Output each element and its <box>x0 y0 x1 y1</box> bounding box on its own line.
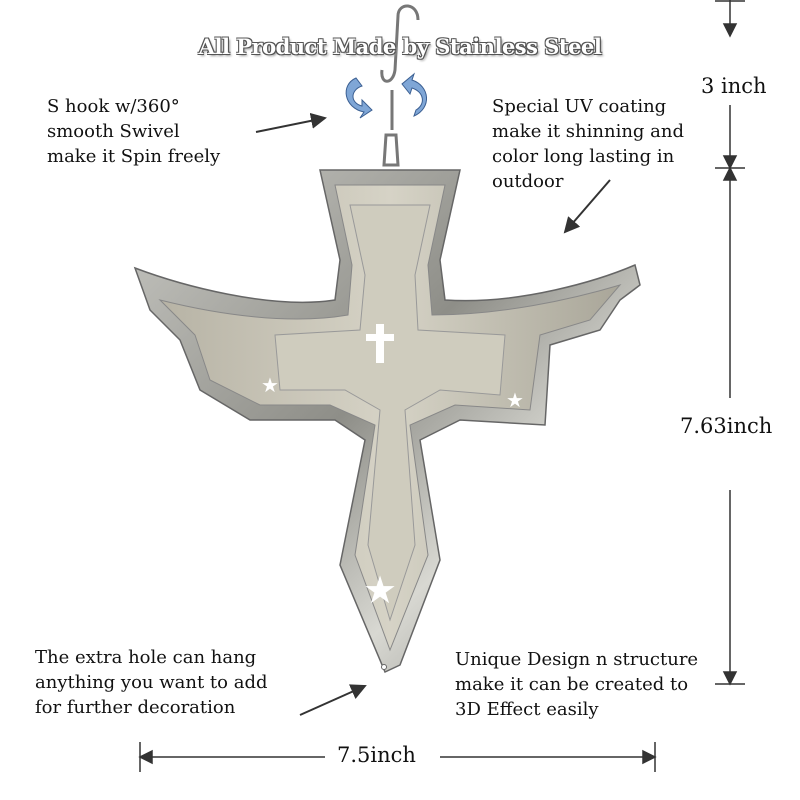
dimension-cross-height: 7.63inch <box>676 414 777 438</box>
dimension-width: 7.5inch <box>333 743 420 767</box>
callout-line: make it Spin freely <box>47 146 221 167</box>
svg-text:★: ★ <box>506 388 524 412</box>
s-hook <box>380 4 420 167</box>
cross-spinner: ★ ★ ★ <box>133 169 641 674</box>
product-title: All Product Made by Stainless Steel <box>198 34 602 59</box>
callout-line: make it shinning and <box>492 121 685 142</box>
callout-coating: Special UV coating make it shinning and … <box>492 94 684 194</box>
callout-line: color long lasting in <box>492 146 675 167</box>
callout-line: Unique Design n structure <box>455 649 699 670</box>
svg-text:★: ★ <box>363 568 397 612</box>
dimension-lines <box>138 0 745 772</box>
pointer-arrows <box>255 112 611 716</box>
callout-line: anything you want to add <box>35 672 268 693</box>
dimension-hook-height: 3 inch <box>701 74 767 98</box>
callout-line: smooth Swivel <box>47 121 180 142</box>
callout-design: Unique Design n structure make it can be… <box>455 647 698 722</box>
rotation-arrows-icon <box>345 72 427 119</box>
callout-line: Special UV coating <box>492 96 667 117</box>
callout-hole: The extra hole can hang anything you wan… <box>35 645 268 720</box>
callout-line: make it can be created to <box>455 674 689 695</box>
callout-line: S hook w/360° <box>47 96 180 117</box>
callout-line: 3D Effect easily <box>455 699 599 720</box>
callout-line: for further decoration <box>35 697 236 718</box>
callout-line: The extra hole can hang <box>35 647 257 668</box>
svg-text:★: ★ <box>261 373 279 397</box>
callout-hook: S hook w/360° smooth Swivel make it Spin… <box>47 94 220 169</box>
callout-line: outdoor <box>492 171 564 192</box>
